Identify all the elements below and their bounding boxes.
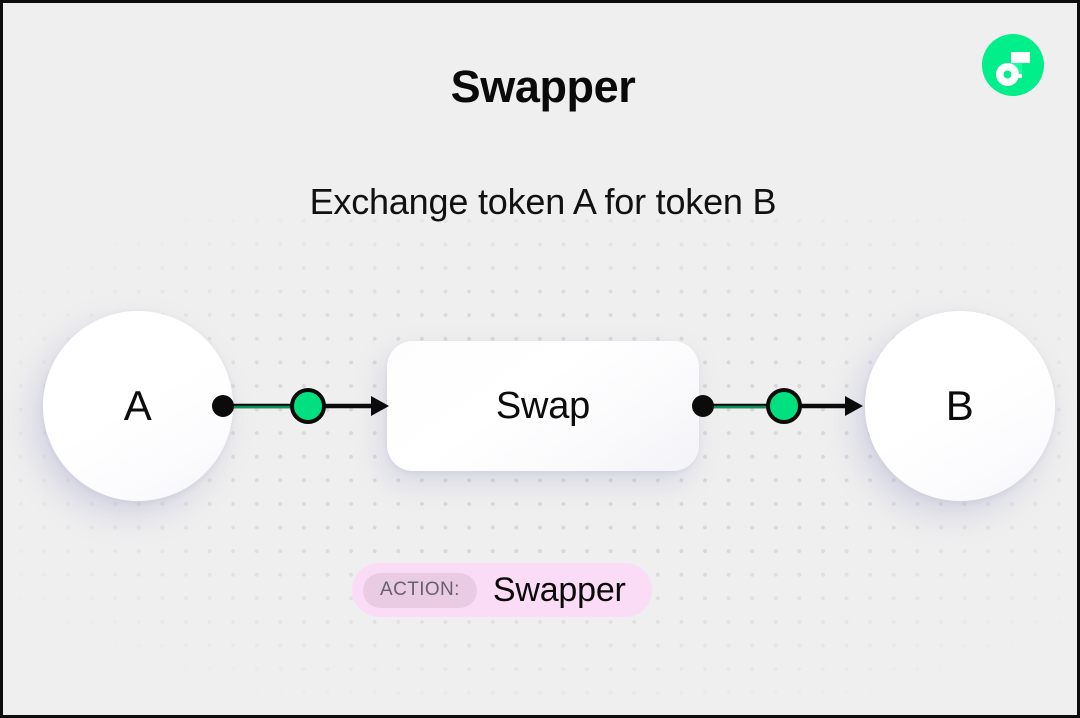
flow-logo bbox=[977, 29, 1049, 101]
action-badge-value: Swapper bbox=[492, 570, 626, 609]
connector-a-to-swap bbox=[209, 388, 393, 424]
action-badge: ACTION: Swapper bbox=[352, 563, 652, 617]
connector-port-dot bbox=[212, 395, 234, 417]
connector-midpoint-dot bbox=[290, 388, 326, 424]
token-a-label: A bbox=[123, 382, 153, 429]
connector-port-dot bbox=[692, 395, 714, 417]
flow-diagram: A Swap B bbox=[3, 3, 1077, 715]
connector-midpoint-dot bbox=[766, 388, 802, 424]
token-a-node[interactable]: A bbox=[43, 311, 233, 501]
connector-swap-to-b bbox=[689, 388, 867, 424]
swap-node-label: Swap bbox=[495, 384, 591, 427]
page-subtitle: Exchange token A for token B bbox=[309, 181, 777, 222]
swap-node[interactable]: Swap bbox=[387, 341, 699, 471]
token-b-node[interactable]: B bbox=[865, 311, 1055, 501]
token-b-label: B bbox=[945, 382, 975, 429]
page-title: Swapper bbox=[450, 61, 636, 112]
action-badge-key: ACTION: bbox=[363, 572, 477, 608]
